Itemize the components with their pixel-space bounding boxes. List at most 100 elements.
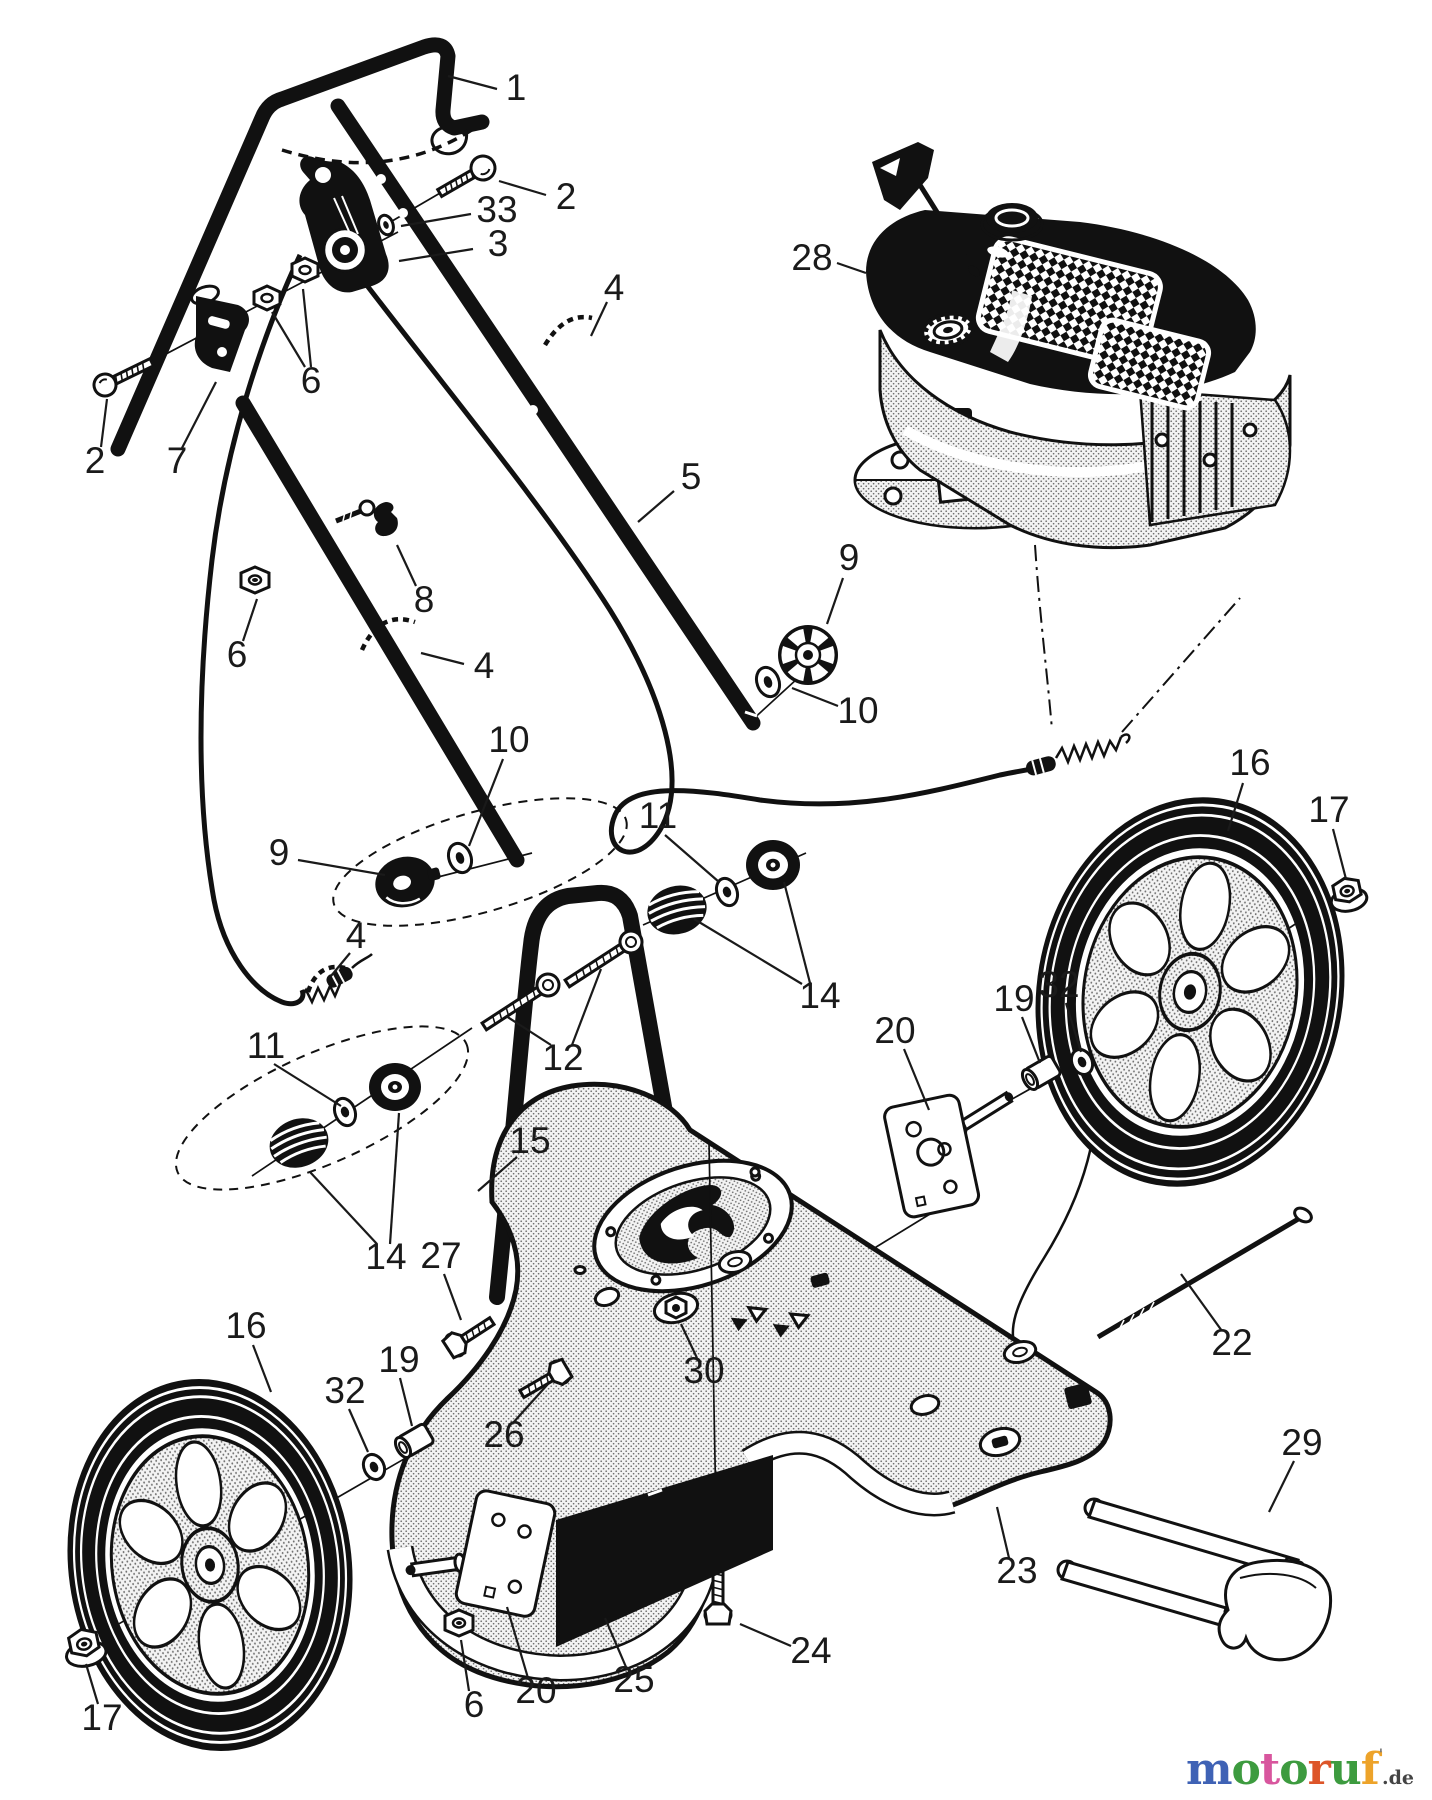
- part-label-27: 27: [420, 1235, 461, 1276]
- wheel-pulley: [746, 840, 800, 890]
- part-label-12: 12: [542, 1037, 583, 1078]
- leader-line-10: [467, 758, 505, 847]
- axle-bracket-right: [883, 1090, 1014, 1219]
- leader-line-24: [739, 1622, 792, 1648]
- control-lever-assembly: [299, 156, 389, 293]
- leader-line-16: [251, 1344, 273, 1393]
- washer: [332, 1096, 358, 1128]
- leader-line-7: [181, 381, 217, 449]
- rear-wheel-left: [67, 1378, 353, 1752]
- lower-handle-tube: [489, 884, 678, 1305]
- leader-line-33: [400, 212, 472, 228]
- leader-line-23: [995, 1506, 1011, 1559]
- leader-line-4: [590, 301, 608, 337]
- leader-line-14: [693, 918, 803, 985]
- part-label-2: 2: [556, 176, 577, 217]
- part-label-9: 9: [839, 537, 860, 578]
- fuel-cap: [986, 203, 1038, 233]
- logo-letter: f: [1360, 1744, 1380, 1795]
- handle-bolt: [92, 356, 156, 398]
- tire: [68, 1380, 352, 1750]
- part-label-2: 2: [85, 440, 106, 481]
- part-label-26: 26: [483, 1414, 524, 1455]
- part-label-28: 28: [791, 237, 832, 278]
- part-label-6: 6: [464, 1684, 485, 1725]
- wheel-pulley: [369, 1063, 421, 1111]
- logo-letter: m: [1185, 1744, 1233, 1795]
- part-label-10: 10: [488, 719, 529, 760]
- logo-tm-mark: ': [1378, 1747, 1383, 1763]
- deck-square-hole: [1064, 1383, 1092, 1409]
- leader-line-17: [1331, 828, 1348, 880]
- cable-alignment-line: [1034, 544, 1053, 731]
- part-label-6: 6: [301, 360, 322, 401]
- deck-boss: [909, 1394, 941, 1416]
- rear-wheel-right: [1035, 797, 1345, 1187]
- leader-line-25: [603, 1617, 628, 1668]
- washer: [361, 1452, 387, 1482]
- logo-letter: o: [1279, 1744, 1308, 1795]
- leader-line-11: [664, 834, 720, 883]
- tire: [1035, 797, 1345, 1187]
- part-label-20: 20: [874, 1010, 915, 1051]
- leader-line-2: [498, 179, 547, 197]
- throttle-control: [872, 142, 980, 277]
- leader-line-32: [1064, 1002, 1083, 1053]
- height-adjust-knob: [778, 625, 838, 685]
- part-label-19: 19: [993, 978, 1034, 1019]
- part-label-8: 8: [414, 579, 435, 620]
- leader-line-2: [99, 398, 109, 448]
- hex-nut: [239, 565, 271, 595]
- leader-line-9: [297, 858, 386, 877]
- logo-letter: r: [1307, 1744, 1331, 1795]
- part-label-16: 16: [1229, 742, 1270, 783]
- leader-line-32: [347, 1408, 370, 1453]
- part-label-22: 22: [1211, 1322, 1252, 1363]
- leader-line-29: [1268, 1460, 1295, 1513]
- leader-line-15: [477, 1156, 518, 1192]
- part-label-3: 3: [488, 223, 509, 264]
- handle-tubes: [110, 37, 761, 1305]
- motoruf-logo[interactable]: motoruf'.de: [1186, 1748, 1414, 1792]
- ribbed-wheel: [647, 885, 707, 935]
- part-label-14: 14: [365, 1236, 406, 1277]
- ribbed-wheel: [269, 1118, 329, 1168]
- hex-nut: [290, 256, 320, 284]
- hex-bolt: [517, 1357, 574, 1400]
- leader-line-10: [791, 686, 839, 708]
- leader-line-28: [836, 261, 867, 275]
- air-filter-grille: [1087, 317, 1212, 411]
- handle-hole: [398, 208, 408, 218]
- washer: [714, 876, 740, 908]
- deck-vents: [730, 1272, 830, 1338]
- deck-slot: [593, 1286, 621, 1308]
- leader-line-11: [273, 1063, 342, 1107]
- grouping-dashed-ellipse: [332, 797, 628, 927]
- leader-line-8: [396, 544, 417, 587]
- logo-letter: u: [1329, 1744, 1362, 1795]
- logo-letter: o: [1231, 1744, 1261, 1795]
- part-label-1: 1: [506, 67, 527, 108]
- hex-bolt: [440, 1315, 497, 1360]
- washer: [1069, 1047, 1095, 1077]
- trail-shield-strip: [556, 1455, 773, 1647]
- leader-line-17: [84, 1663, 100, 1705]
- deck-boss: [717, 1249, 753, 1275]
- leader-line-6: [301, 288, 313, 368]
- cable-clamp-bracket: [190, 284, 250, 372]
- cable-spring-fitting: [298, 953, 373, 1005]
- part-label-11: 11: [639, 795, 677, 836]
- safety-glasses: [1056, 1497, 1333, 1662]
- part-label-6: 6: [227, 634, 248, 675]
- deck-skirt-band: [389, 1545, 717, 1680]
- oil-cap: [920, 312, 976, 348]
- deck-stud-nut: [652, 1291, 700, 1325]
- leader-line-4: [330, 952, 351, 977]
- leader-line-6: [271, 311, 306, 368]
- part-label-29: 29: [1281, 1422, 1322, 1463]
- leader-line-9: [825, 577, 845, 625]
- part-label-9: 9: [269, 832, 290, 873]
- glasses-lens: [1217, 1559, 1333, 1662]
